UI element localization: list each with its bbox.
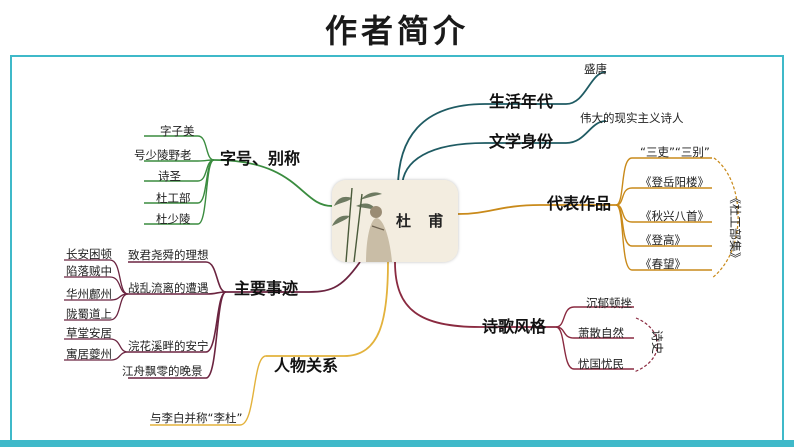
event-sub-item: 陇蜀道上	[66, 307, 112, 321]
branch-relations: 人物关系	[274, 356, 339, 375]
style-item: 忧国忧民	[578, 357, 624, 371]
work-item: 《秋兴八首》	[640, 209, 709, 223]
name-item: 诗圣	[158, 169, 181, 183]
event-item: 江舟飘零的晚景	[122, 364, 203, 378]
bottom-accent-bar	[0, 440, 794, 447]
style-side-label: 诗史	[650, 330, 664, 355]
center-node-du-fu: 杜 甫	[332, 180, 458, 262]
name-item: 字子美	[160, 124, 195, 138]
connector-events-mid	[128, 261, 227, 379]
leaf-relations: 与李白并称“李杜”	[150, 411, 243, 425]
work-item: “三吏”“三别”	[640, 145, 710, 159]
style-item: 沉郁顿挫	[586, 296, 632, 310]
event-sub-item: 华州鄜州	[66, 287, 112, 301]
style-side-brace	[633, 317, 659, 373]
branch-works: 代表作品	[547, 194, 612, 213]
event-item: 致君尧舜的理想	[128, 248, 209, 262]
event-item: 战乱流离的遭遇	[128, 281, 209, 295]
connector-names	[213, 159, 333, 207]
works-side-label: 《杜工部集》	[728, 192, 742, 265]
event-sub-item: 草堂安居	[66, 326, 112, 340]
work-item: 《春望》	[640, 257, 686, 271]
page-title: 作者简介	[324, 12, 469, 50]
leaf-life-era: 盛唐	[584, 62, 607, 76]
name-item: 杜少陵	[156, 212, 191, 226]
branch-poetic-style: 诗歌风格	[482, 317, 547, 336]
event-item: 浣花溪畔的安宁	[128, 339, 209, 353]
portrait-icon	[332, 180, 458, 262]
connector-works	[457, 204, 616, 215]
connector-literary-identity	[401, 120, 607, 189]
name-item: 号少陵野老	[134, 148, 192, 162]
connector-works-leaves	[615, 157, 712, 271]
connector-relations	[266, 261, 389, 357]
event-sub-item: 寓居夔州	[66, 347, 112, 361]
connector-poetic-style	[394, 261, 556, 328]
connector-events-leaves	[64, 259, 129, 361]
branch-life-era: 生活年代	[489, 92, 554, 111]
connector-events	[226, 261, 361, 293]
connector-names-leaves	[144, 135, 215, 225]
center-name: 杜 甫	[396, 212, 450, 230]
branch-names: 字号、别称	[220, 149, 301, 168]
event-sub-item: 陷落贼中	[66, 264, 112, 278]
leaf-literary-identity: 伟大的现实主义诗人	[580, 111, 684, 125]
connector-style-leaves	[555, 306, 634, 370]
work-item: 《登高》	[640, 233, 686, 247]
name-item: 杜工部	[156, 191, 191, 205]
work-item: 《登岳阳楼》	[640, 175, 709, 189]
connector-life-era	[397, 71, 607, 189]
connector-relations-leaf	[150, 355, 267, 426]
branch-literary-identity: 文学身份	[489, 132, 554, 151]
event-sub-item: 长安困顿	[66, 247, 112, 261]
slide-frame	[10, 55, 784, 441]
style-item: 萧散自然	[578, 326, 624, 340]
branch-events: 主要事迹	[234, 279, 299, 298]
